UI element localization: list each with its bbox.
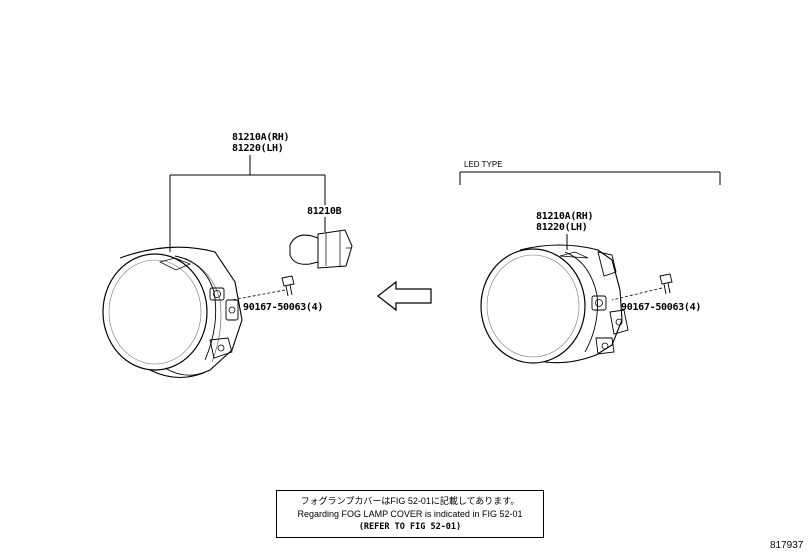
left-part-number-rh: 81210A(RH) [232, 132, 290, 143]
left-screw-part-number: 90167-50063(4) [243, 302, 324, 313]
right-part-number-rh: 81210A(RH) [536, 211, 594, 222]
screw-icon-left [281, 275, 295, 297]
direction-arrow-icon [377, 280, 432, 312]
fog-lamp-housing-right [480, 244, 629, 364]
led-type-bracket [459, 171, 721, 185]
note-box: フォグランプカバーはFIG 52-01に記載してあります。 Regarding … [276, 490, 544, 538]
bulb-icon [289, 229, 353, 269]
note-line-refer: (REFER TO FIG 52-01) [358, 522, 462, 532]
illustration-id: 817937 [770, 540, 804, 551]
led-type-label: LED TYPE [464, 160, 503, 169]
note-line-japanese: フォグランプカバーはFIG 52-01に記載してあります。 [300, 496, 520, 506]
right-screw-part-number: 90167-50063(4) [621, 302, 702, 313]
fog-lamp-housing-left [102, 246, 243, 378]
note-line-english: Regarding FOG LAMP COVER is indicated in… [297, 509, 523, 519]
bulb-part-number: 81210B [307, 206, 342, 217]
screw-path-left [231, 289, 286, 301]
right-part-number-lh: 81220(LH) [536, 222, 588, 233]
left-leader-lines [169, 155, 326, 252]
screw-path-right [611, 287, 663, 301]
screw-icon-right [659, 273, 673, 295]
left-part-number-lh: 81220(LH) [232, 143, 284, 154]
